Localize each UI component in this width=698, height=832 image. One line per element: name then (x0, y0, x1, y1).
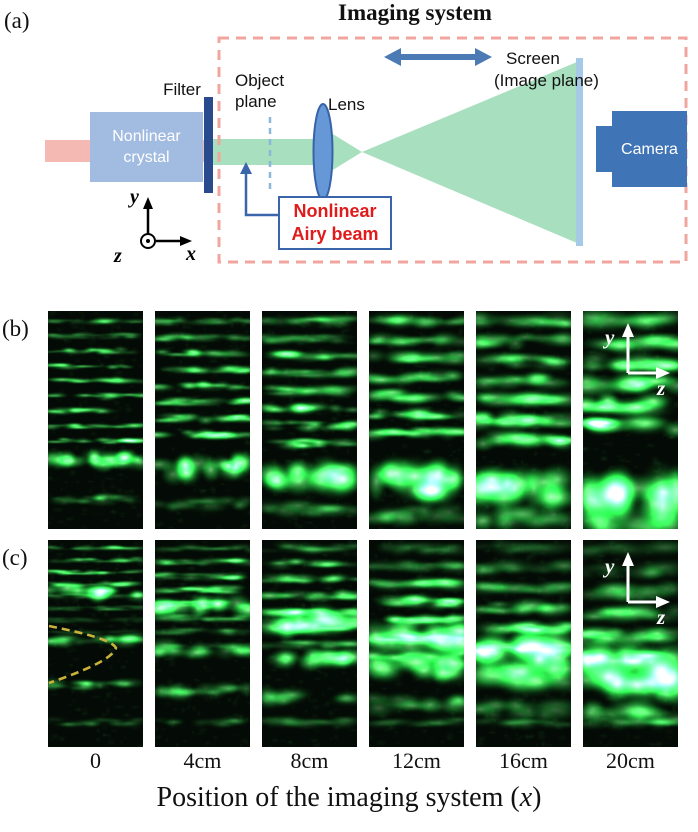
airy-beam-pre-lens (213, 139, 323, 165)
panel-c-label: (c) (2, 545, 28, 570)
beam-image-c-16cm (476, 540, 571, 747)
beam-image-b-12cm (369, 311, 464, 529)
beam-image-b-8cm (262, 311, 357, 529)
panel-c-axes-icon: y z (602, 552, 670, 625)
position-label-8cm: 8cm (290, 748, 329, 773)
axis-z-dot (146, 239, 150, 243)
beam-image-b-4cm (155, 311, 250, 529)
crystal-label-line1: Nonlinear (112, 128, 181, 145)
beam-image-c-8cm (262, 540, 357, 747)
position-labels-row: 0 4cm 8cm 12cm 16cm 20cm (0, 748, 698, 778)
b-axis-y-arrowhead (622, 323, 634, 337)
object-plane-label-line2: plane (235, 92, 277, 112)
beam-image-c-12cm (369, 540, 464, 747)
axis-x-label: x (186, 243, 196, 265)
airy-pointer-head (240, 162, 252, 174)
caption-x-variable: x (519, 782, 533, 813)
lens-label: Lens (328, 95, 365, 114)
screen-label-line2: (Image plane) (494, 71, 599, 90)
caption-prefix: Position of the imaging system ( (156, 782, 520, 813)
axis-x-arrowhead (180, 236, 192, 246)
beam-image-c-4cm (155, 540, 250, 747)
object-plane-label-line1: Object (235, 71, 285, 90)
position-label-16cm: 16cm (499, 748, 548, 773)
c-axis-z-label: z (656, 605, 666, 625)
airy-pointer-line (244, 171, 279, 217)
camera-body (612, 111, 687, 187)
panel-b-label: (b) (2, 316, 29, 341)
c-axis-y-arrowhead (622, 552, 634, 566)
crystal-label: Nonlinear crystal (90, 127, 203, 169)
caption-suffix: ) (532, 782, 542, 813)
panel-b: (b) y z (0, 311, 698, 529)
beam-image-b-16cm (476, 311, 571, 529)
filter-bar (204, 97, 213, 193)
trajectory-curve-path (48, 624, 118, 685)
filter-label: Filter (163, 80, 201, 99)
airy-callout-line2: Airy beam (291, 223, 379, 244)
trajectory-dashed-curve (48, 624, 118, 685)
c-axis-y-label: y (602, 554, 615, 578)
translation-arrow-right-head (475, 48, 492, 66)
camera-mount (596, 126, 614, 172)
panel-b-axes-icon: y z (602, 323, 670, 396)
axis-z-label: z (114, 245, 122, 267)
panel-c: (c) y z (0, 540, 698, 747)
position-label-12cm: 12cm (392, 748, 441, 773)
screen-label-line1: Screen (506, 49, 560, 68)
b-axis-z-label: z (656, 376, 666, 396)
c-axis-z-arrowhead (656, 596, 670, 608)
axis-y-arrowhead (143, 197, 153, 209)
figure-caption: Position of the imaging system (x) (0, 782, 698, 814)
position-label-4cm: 4cm (183, 748, 222, 773)
panel-a-diagram: (a) Imaging system Filter Object plane L… (0, 0, 698, 308)
camera-label: Camera (621, 141, 678, 158)
nonlinear-crystal-box (90, 112, 203, 182)
diagram-canvas (45, 36, 688, 264)
beam-image-c-0 (48, 540, 143, 747)
position-label-0: 0 (90, 748, 101, 773)
crystal-label-line2: crystal (123, 148, 170, 166)
b-axis-z-arrowhead (656, 367, 670, 379)
object-plane-label: Object plane (235, 70, 284, 113)
airy-beam-callout: Nonlinear Airy beam (278, 196, 392, 250)
imaging-system-title: Imaging system (338, 0, 492, 25)
translation-arrow-left-head (384, 48, 401, 66)
beam-image-b-0 (48, 311, 143, 529)
beam-image-c-20cm (583, 540, 678, 747)
panel-a-label: (a) (4, 8, 30, 33)
axis-y-label: y (130, 186, 139, 208)
position-label-20cm: 20cm (606, 748, 655, 773)
beam-image-b-20cm (583, 311, 678, 529)
b-axis-y-label: y (602, 325, 615, 349)
screen-bar (576, 58, 583, 246)
airy-callout-line1: Nonlinear (293, 201, 377, 221)
lens-shape (312, 103, 334, 201)
beam-diverging (362, 62, 577, 243)
